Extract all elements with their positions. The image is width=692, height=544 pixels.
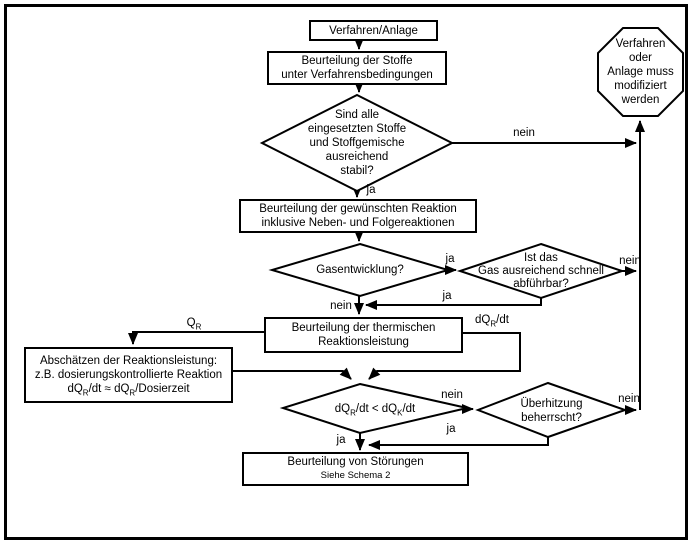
- stable-decision-diamond: [259, 93, 455, 193]
- assess-substances-box: [267, 51, 447, 85]
- disturbance-box: [242, 452, 469, 486]
- outer-frame: [4, 4, 688, 540]
- edge-dqrdt-to-compare: [368, 332, 521, 380]
- edge-overheat-ja-return: [368, 437, 549, 450]
- modify-octagon: [597, 27, 684, 117]
- edge-qr-to-estimate: [128, 331, 265, 345]
- gas-decision-diamond: [268, 242, 452, 298]
- gas-removal-diamond: [456, 242, 626, 300]
- overheat-decision-diamond: [475, 381, 629, 439]
- estimate-box: [24, 347, 233, 403]
- power-decision-diamond: [279, 382, 468, 435]
- thermal-box: [264, 317, 463, 353]
- edge-estimate-to-compare: [232, 367, 352, 380]
- edge-removal-ja-return: [365, 298, 542, 310]
- start-box: [309, 20, 438, 41]
- assess-reaction-box: [239, 199, 477, 233]
